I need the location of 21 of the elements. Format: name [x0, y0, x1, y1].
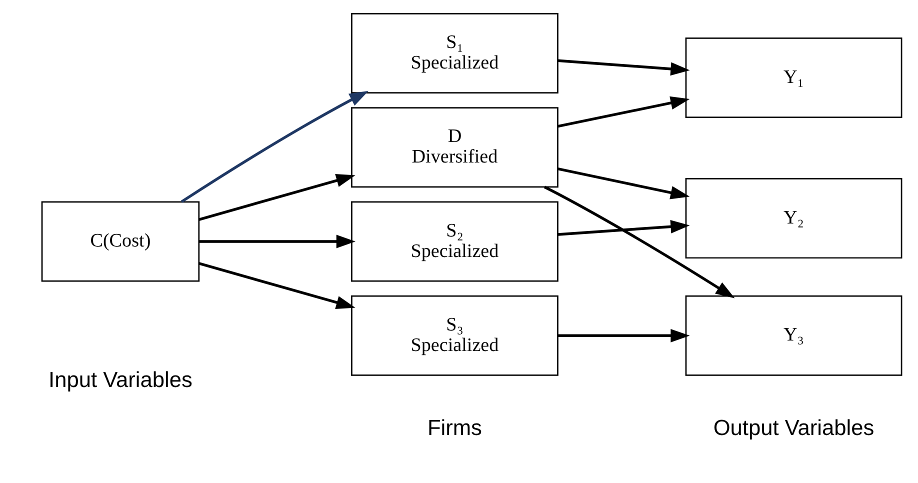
- arrow: [557, 220, 690, 236]
- arrow: [557, 59, 690, 76]
- node-box: D Diversified: [350, 107, 558, 188]
- label: Output Variables: [712, 414, 874, 440]
- arrow: [198, 262, 355, 310]
- node-box: S₁ Specialized: [350, 12, 558, 94]
- label: Firms: [426, 414, 482, 440]
- arrow: [557, 96, 690, 128]
- arrow: [543, 186, 734, 298]
- label: Input Variables: [48, 367, 192, 392]
- arrow: [198, 174, 355, 221]
- arrow: [557, 168, 690, 200]
- arrow: [198, 234, 355, 248]
- arrow: [557, 328, 690, 342]
- arrow: [180, 90, 368, 203]
- node-box: S₂ Specialized: [350, 201, 558, 282]
- node-box: S₃ Specialized: [350, 295, 558, 376]
- node-box: C(Cost): [40, 201, 200, 282]
- node-box: Y₁: [684, 38, 902, 118]
- node-box: Y₃: [684, 295, 902, 376]
- node-box: Y₂: [684, 178, 902, 259]
